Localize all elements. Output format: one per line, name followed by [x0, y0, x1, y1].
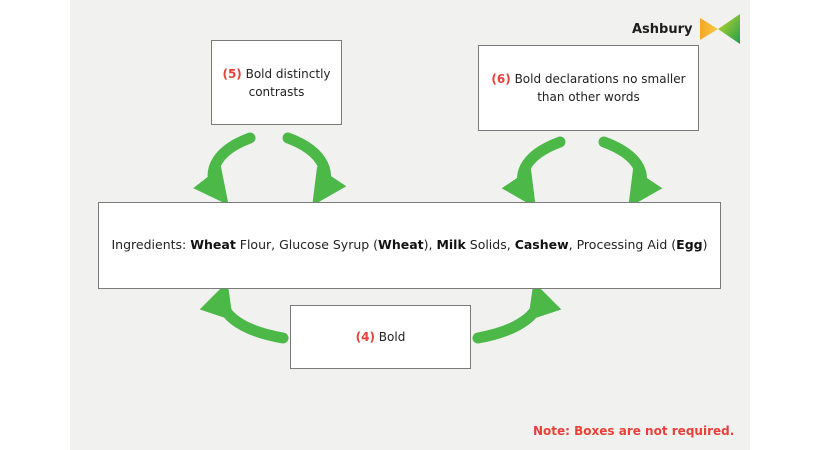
ingredients-text-2: ), — [423, 237, 437, 253]
requirement-box-5: (5) Bold distinctly contrasts — [211, 40, 342, 125]
ingredients-text-1: Flour, Glucose Syrup ( — [235, 237, 379, 253]
arrow-5-left — [193, 132, 256, 206]
box4-number: (4) — [355, 330, 375, 344]
ingredients-box: Ingredients: Wheat Flour, Glucose Syrup … — [98, 202, 721, 289]
arrow-5-right — [282, 132, 347, 206]
arrow-4-left — [199, 281, 289, 344]
allergen-milk: Milk — [436, 237, 466, 253]
footnote: Note: Boxes are not required. — [533, 424, 735, 438]
ingredients-prefix: Ingredients: — [111, 237, 191, 253]
arrow-6-left — [501, 136, 566, 208]
box6-number: (6) — [491, 72, 511, 86]
box6-text-line1: Bold declarations no smaller — [510, 72, 686, 86]
requirement-box-4: (4) Bold — [290, 305, 471, 369]
box5-text-line1: Bold distinctly — [241, 66, 331, 81]
arrow-6-right — [598, 136, 663, 208]
ingredients-statement: Ingredients: Wheat Flour, Glucose Syrup … — [112, 236, 708, 255]
box5-number: (5) — [222, 66, 242, 81]
ingredients-text-5: ) — [702, 237, 708, 253]
box4-text: Bold — [374, 330, 406, 344]
ingredients-text-4: , Processing Aid ( — [568, 237, 677, 253]
allergen-cashew: Cashew — [514, 237, 569, 253]
requirement-box-6: (6) Bold declarations no smaller than ot… — [478, 45, 699, 131]
allergen-wheat-2: Wheat — [378, 237, 424, 253]
box6-text-line2: than other words — [537, 90, 640, 104]
ashbury-logo: Ashbury — [632, 12, 744, 46]
logo-text: Ashbury — [632, 21, 693, 37]
box5-text-line2: contrasts — [248, 84, 305, 99]
allergen-egg: Egg — [676, 237, 703, 253]
arrow-4-right — [472, 281, 562, 344]
bowtie-logo-icon — [699, 14, 740, 44]
allergen-wheat-1: Wheat — [190, 237, 236, 253]
ingredients-text-3: Solids, — [465, 237, 515, 253]
